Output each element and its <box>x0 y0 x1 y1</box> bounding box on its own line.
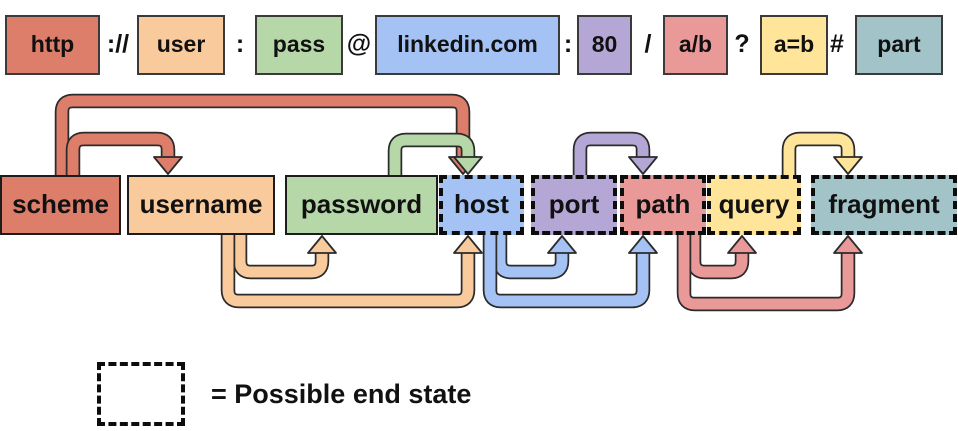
url-separator-password: @ <box>346 30 372 58</box>
legend-end-state-label: = Possible end state <box>211 379 472 409</box>
state-fragment: fragment <box>811 175 957 235</box>
state-query: query <box>707 175 801 235</box>
state-path: path <box>620 175 706 235</box>
transition-scheme-to-username <box>65 131 183 178</box>
transition-password-to-host <box>387 132 483 178</box>
state-host: host <box>439 175 524 235</box>
transition-query-to-fragment <box>781 131 863 178</box>
url-separator-path: ? <box>734 30 750 58</box>
url-token-host: linkedin.com <box>375 15 560 75</box>
transition-host-to-port <box>492 232 577 280</box>
transition-path-to-fragment <box>676 232 863 312</box>
state-port: port <box>531 175 617 235</box>
state-scheme: scheme <box>0 175 121 235</box>
url-separator-username: : <box>235 30 245 58</box>
transition-port-to-path <box>572 131 658 178</box>
url-separator-scheme: :// <box>106 30 130 58</box>
url-token-path: a/b <box>663 15 728 75</box>
url-token-fragment: part <box>855 15 943 75</box>
url-token-query: a=b <box>760 15 828 75</box>
url-separator-query: # <box>830 30 844 58</box>
transition-username-to-password <box>232 232 337 280</box>
state-username: username <box>127 175 275 235</box>
url-token-port: 80 <box>577 15 632 75</box>
state-password: password <box>285 175 438 235</box>
url-separator-port: / <box>644 30 652 58</box>
transition-username-to-host <box>220 232 483 309</box>
transition-host-to-path <box>482 232 658 309</box>
url-token-password: pass <box>255 15 343 75</box>
url-token-username: user <box>137 15 225 75</box>
legend-end-state-swatch <box>97 362 185 426</box>
url-separator-host: : <box>563 30 573 58</box>
transition-path-to-query <box>686 232 757 280</box>
url-token-scheme: http <box>5 15 100 75</box>
